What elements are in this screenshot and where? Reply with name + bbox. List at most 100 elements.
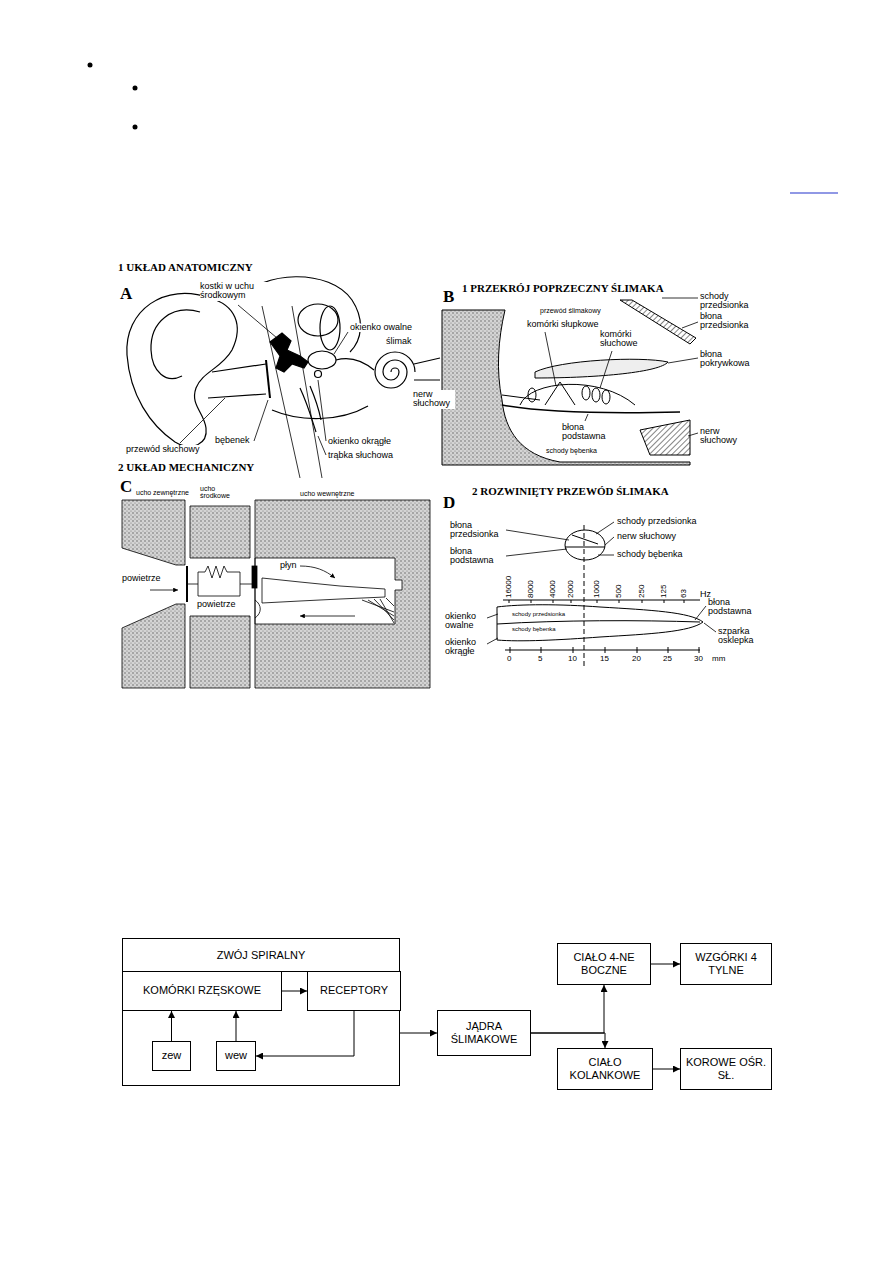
bullet-dot	[88, 63, 93, 68]
part-label: przewód ślimakowy	[540, 307, 601, 314]
hair-cell	[528, 388, 536, 402]
process-box: JĄDRA ŚLIMAKOWE	[437, 1010, 531, 1056]
scale-number: 0	[507, 655, 511, 663]
flow-arrow	[256, 1011, 354, 1056]
mechanical-model	[122, 500, 430, 688]
pillar-cells	[545, 382, 575, 405]
process-box: CIAŁO KOLANKOWE	[557, 1048, 653, 1090]
hair-cell	[582, 386, 590, 400]
box-label: zew	[162, 1049, 182, 1062]
process-box: RECEPTORY	[307, 971, 401, 1011]
section-membrane	[565, 535, 605, 547]
outer-ear-block	[122, 500, 185, 565]
process-box: KOMÓRKI RZĘSKOWE	[122, 971, 282, 1011]
link-underline	[790, 192, 838, 193]
flow-arrow	[531, 985, 604, 1033]
basilar-membrane	[497, 621, 700, 624]
panel-heading: 1 PRZEKRÓJ POPRZECZNY ŚLIMAKA	[462, 283, 664, 295]
supporting-cells	[520, 384, 635, 405]
box-label: JĄDRA ŚLIMAKOWE	[442, 1020, 526, 1046]
semicircular-canal	[298, 304, 338, 336]
vestibule-duct	[336, 358, 374, 370]
panel-letter: A	[120, 285, 132, 303]
tectorial-membrane	[535, 359, 668, 378]
flow-arrow	[171, 1011, 172, 1041]
bullet-dot	[88, 63, 138, 130]
fluid-arrow	[300, 566, 335, 578]
box-label: CIAŁO KOLANKOWE	[562, 1056, 648, 1082]
part-label: schody przedsionka	[617, 517, 697, 526]
panel-heading: 2 ROZWINIĘTY PRZEWÓD ŚLIMAKA	[472, 486, 669, 498]
part-label: komórki słuchowe	[600, 330, 645, 349]
part-label: nerw słuchowy	[413, 390, 455, 409]
hair-cell	[602, 390, 610, 404]
frequency-label: 63	[680, 589, 688, 598]
scale-number: 5	[538, 655, 542, 663]
ear-canal	[208, 364, 266, 398]
part-label: trąbka słuchowa	[328, 451, 393, 460]
part-label: błona podstawna	[450, 547, 504, 566]
hair-cell	[528, 386, 610, 404]
duct-outline	[497, 605, 703, 641]
frequency-label: 250	[638, 585, 646, 598]
oval-window-piston	[252, 566, 257, 588]
auditory-nerve	[414, 358, 440, 380]
group-heading: ZWÓJ SPIRALNY	[123, 939, 399, 972]
part-label: schody bębenka	[546, 447, 597, 454]
box-label: wew	[225, 1049, 247, 1062]
part-label: schody przedsionka	[700, 292, 762, 311]
part-label: błona pokrywkowa	[700, 350, 762, 369]
flow-arrow	[236, 1011, 237, 1041]
duct-section	[565, 530, 605, 560]
box-label: KOROWE OŚR. SŁ.	[685, 1056, 767, 1082]
part-label: okienko okrągłe	[328, 437, 391, 446]
process-box: wew	[216, 1041, 256, 1071]
part-label: nerw słuchowy	[617, 532, 676, 541]
scale-number: 25	[663, 655, 672, 663]
part-label: powietrze	[122, 574, 161, 583]
eardrum	[266, 360, 270, 398]
part-label: błona przedsionka	[700, 312, 762, 331]
flow-arrow	[653, 1069, 680, 1070]
part-label: schody bębenka	[617, 550, 683, 559]
position-marker	[584, 525, 585, 668]
part-label: błona podstawna	[708, 598, 753, 617]
panel-letter: B	[443, 288, 454, 306]
outer-ear-block	[122, 604, 185, 688]
auricle	[127, 293, 237, 446]
vestibule	[308, 351, 336, 369]
nerve-fibres	[362, 598, 394, 623]
part-label: powietrze	[197, 600, 236, 609]
leader-line	[180, 305, 348, 455]
helix	[151, 310, 200, 378]
basilar-membrane	[262, 578, 385, 603]
semicircular-canal	[320, 306, 340, 350]
flow-arrow	[531, 1033, 605, 1048]
fluid-arrow	[300, 616, 355, 617]
basilar-membrane	[502, 405, 680, 413]
bony-wall	[442, 310, 690, 465]
middle-ear-block	[190, 616, 250, 688]
frequency-label: 16000	[505, 576, 513, 598]
unrolled-cochlea	[487, 522, 716, 668]
hair-cell	[592, 388, 600, 402]
air-arrow	[150, 590, 178, 591]
scale-number: 15	[600, 655, 609, 663]
cochlea-spiral	[375, 352, 415, 388]
process-box: zew	[152, 1041, 191, 1071]
scale-number: 10	[568, 655, 577, 663]
panel-heading: 1 UKŁAD ANATOMICZNY	[118, 262, 253, 274]
round-window-membrane	[255, 600, 260, 618]
round-window	[315, 371, 322, 378]
part-label: przewód słuchowy	[126, 445, 200, 454]
middle-ear-block	[190, 506, 250, 558]
part-label: błona przedsionka	[450, 521, 504, 540]
box-label: KOMÓRKI RZĘSKOWE	[143, 984, 261, 997]
box-label: CIAŁO 4-NE BOCZNE	[562, 951, 646, 977]
length-scale	[505, 647, 700, 653]
part-label: kostki w uchu środkowym	[200, 282, 272, 301]
scale-number: mm	[712, 655, 725, 663]
leader-line	[545, 298, 698, 436]
nerve-bundle	[640, 420, 690, 455]
part-label: okienko owalne	[350, 323, 412, 332]
